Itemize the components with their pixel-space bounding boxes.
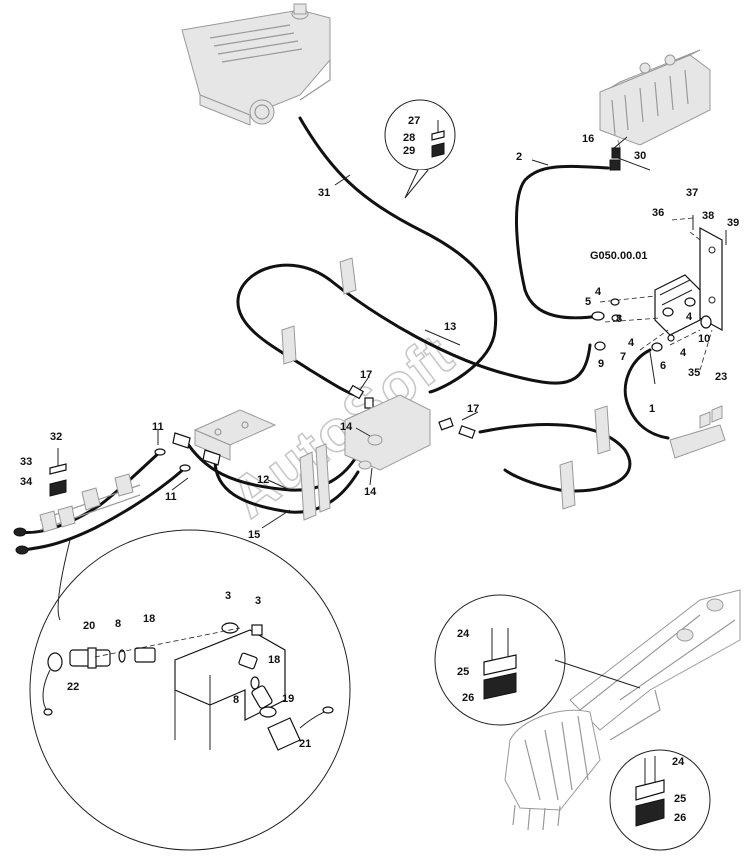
group-label-g050: G050.00.01 [590, 250, 648, 262]
mounting-bracket-icon [154, 409, 277, 472]
callout-1: 1 [649, 403, 655, 415]
cylinder-block-icon [344, 394, 431, 471]
callout-27: 27 [408, 115, 420, 127]
hose-13 [236, 263, 592, 397]
callout-8a: 8 [616, 313, 622, 325]
callout-11a: 11 [152, 421, 164, 433]
clamp-set-32-34-icon [49, 448, 67, 497]
hose-11b [20, 466, 187, 552]
callout-38: 38 [702, 210, 714, 222]
callout-2: 2 [516, 151, 522, 163]
hose-return [478, 423, 632, 493]
callout-6: 6 [660, 360, 666, 372]
callout-7: 7 [620, 351, 626, 363]
callout-10: 10 [698, 333, 710, 345]
callout-4b: 4 [628, 337, 635, 349]
hose-31 [298, 116, 498, 394]
callout-15: 15 [248, 529, 260, 541]
callout-25a: 25 [457, 666, 469, 678]
callout-25b: 25 [674, 793, 686, 805]
callout-21: 21 [299, 738, 311, 750]
backhoe-arm-icon [569, 589, 741, 741]
callout-17a: 17 [360, 369, 372, 381]
callout-26b: 26 [674, 812, 686, 824]
callout-19: 19 [282, 693, 294, 705]
mounting-plate-icon [692, 215, 727, 332]
detail-circle-24-26-bottom [609, 749, 711, 851]
hydraulic-valve-g050-icon [654, 274, 712, 336]
callout-32: 32 [50, 431, 62, 443]
callout-30: 30 [634, 150, 646, 162]
bucket-icon [504, 709, 601, 831]
detail-bubble-27-29 [384, 99, 456, 199]
callout-20: 20 [83, 620, 95, 632]
control-valve-icon [599, 49, 711, 149]
callout-23: 23 [715, 371, 727, 383]
detail-circle-quick-coupler [29, 529, 351, 851]
callout-26a: 26 [462, 692, 474, 704]
assembly-line [599, 217, 713, 371]
callout-39: 39 [727, 217, 739, 229]
callout-labels: 1 2 3 3 4 4 4 4 5 6 7 8 8 8 9 10 11 11 1… [20, 115, 739, 824]
callout-13: 13 [444, 321, 456, 333]
callout-14a: 14 [340, 421, 353, 433]
callout-34: 34 [20, 476, 33, 488]
callout-8c: 8 [233, 694, 239, 706]
hose-clamp-icon [281, 257, 611, 521]
callout-24b: 24 [672, 756, 685, 768]
callout-37: 37 [686, 187, 698, 199]
callout-14b: 14 [364, 486, 377, 498]
callout-3a: 3 [225, 590, 231, 602]
callout-28: 28 [403, 132, 415, 144]
engine-block-icon [181, 3, 331, 126]
fitting-30-icon [609, 147, 621, 171]
callout-29: 29 [403, 145, 415, 157]
leader-lines [157, 136, 656, 529]
callout-4c: 4 [686, 311, 693, 323]
callout-4a: 4 [595, 286, 602, 298]
callout-12: 12 [257, 474, 269, 486]
callout-5: 5 [585, 296, 591, 308]
detail-circle-24-26-top [434, 594, 641, 726]
callout-9: 9 [598, 358, 604, 370]
callout-16: 16 [582, 133, 594, 145]
callout-17b: 17 [467, 403, 479, 415]
callout-31: 31 [318, 187, 330, 199]
hose-15 [213, 458, 360, 514]
pipe-block-icon [669, 405, 726, 459]
callout-18b: 18 [268, 654, 280, 666]
hose-2 [515, 164, 610, 320]
callout-36: 36 [652, 207, 664, 219]
callout-18a: 18 [143, 613, 155, 625]
callout-35: 35 [688, 367, 700, 379]
callout-22: 22 [67, 681, 79, 693]
fittings-4-9-icon [591, 298, 675, 352]
frame-rails-icon [13, 473, 141, 555]
callout-8b: 8 [115, 618, 121, 630]
callout-24a: 24 [457, 628, 470, 640]
fitting-17-icon [347, 384, 476, 439]
callout-3b: 3 [255, 595, 261, 607]
callout-11b: 11 [165, 491, 177, 503]
callout-4d: 4 [680, 347, 687, 359]
callout-33: 33 [20, 456, 32, 468]
hose-1 [623, 348, 670, 440]
